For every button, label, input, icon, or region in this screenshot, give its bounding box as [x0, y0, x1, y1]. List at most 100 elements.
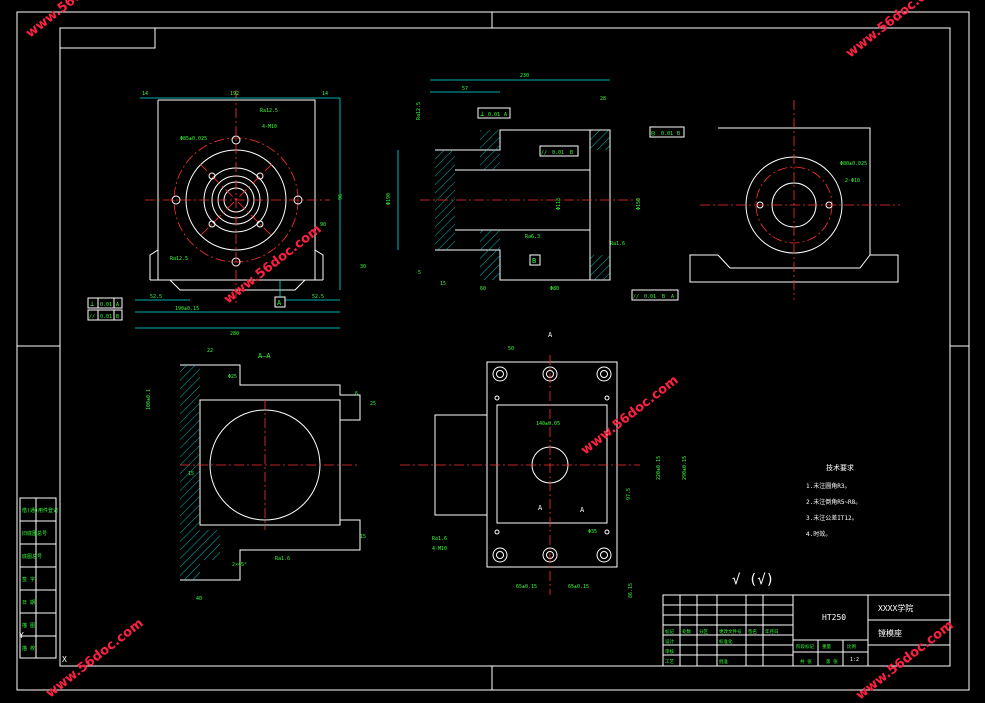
dim-text: 52.5: [150, 294, 162, 300]
gdt-datum: A: [671, 294, 674, 300]
dim-text: Φ190: [386, 193, 392, 205]
dim-text: 25: [370, 401, 376, 407]
dim-text: Ra12.5: [260, 108, 278, 114]
gdt-symbol: ◎: [651, 129, 656, 137]
dim-text: Φ80±0.025: [840, 161, 867, 167]
dim-text: 4-M10: [262, 124, 277, 130]
title-row-label: 工艺: [665, 659, 674, 665]
scale: 1:2: [850, 657, 859, 663]
datum-b: B: [532, 257, 536, 265]
side-table-cell: 旧底图总号: [22, 530, 47, 537]
watermarks: www.56doc.com www.56doc.com www.56doc.co…: [23, 0, 956, 703]
dim-text: Ra12.5: [416, 102, 422, 120]
dim-text: Ra6.3: [525, 234, 540, 240]
dim-text: 15: [440, 281, 446, 287]
dim-text: 57: [462, 86, 468, 92]
section-view-a-a: A—A 22 Φ25 6 25 15 15 40 2×45° Ra1.6 100…: [146, 348, 376, 602]
gdt-datum: A: [116, 302, 119, 308]
dim-text: Φ25: [228, 374, 237, 380]
tech-req-item: 2.未注倒角R5~R8。: [806, 498, 861, 506]
title-row-label: 处数: [682, 628, 691, 635]
dim-text: 290±0.15: [682, 456, 688, 480]
corner-label-x: X: [62, 655, 67, 664]
dim-text: 30: [360, 264, 366, 270]
dim-text: Φ85±0.025: [180, 136, 207, 142]
gdt-symbol: ⊥: [480, 110, 484, 118]
organization: XXXX学院: [878, 603, 913, 613]
dim-text: 15: [188, 471, 194, 477]
dim-text: 6: [355, 391, 358, 397]
dim-text: 86.15: [628, 583, 634, 598]
title-block: HT250 XXXX学院 镗模座 标记 处数 分区 更改文件号 签名 年月日 设…: [662, 594, 951, 667]
gdt-value: 0.01: [661, 131, 673, 137]
tech-req-item: 1.未注圆角R3。: [806, 482, 850, 490]
gdt-value: 0.01: [100, 314, 112, 320]
dim-text: 14: [322, 91, 328, 97]
gdt-symbol: ⊥: [90, 300, 94, 308]
dim-text: Φ118: [556, 198, 562, 210]
dim-text: 65±0.15: [568, 584, 589, 590]
dim-text: 52.5: [312, 294, 324, 300]
gdt-datum: B: [677, 131, 680, 137]
dim-text: 65±0.15: [516, 584, 537, 590]
gdt-symbol: //: [541, 150, 547, 156]
dim-text: 100±0.1: [146, 389, 152, 410]
gdt-value: 0.01: [552, 150, 564, 156]
watermark: www.56doc.com: [843, 0, 946, 61]
dim-text: 97.5: [626, 488, 632, 500]
corner-label-y: Y: [19, 631, 24, 640]
dim-text: Ra12.5: [170, 256, 188, 262]
gdt-symbol: //: [89, 314, 95, 320]
dim-text: 4-M10: [432, 546, 447, 552]
dim-text: 15: [360, 534, 366, 540]
dim-text: 2×45°: [232, 562, 247, 568]
title-row-label: 设计: [665, 638, 674, 645]
tech-req-item: 4.时效。: [806, 530, 831, 538]
dim-text: 60: [480, 286, 486, 292]
side-table-cell: 描 图: [22, 622, 35, 629]
side-table-cell: 底图总号: [22, 553, 42, 560]
dim-text: 14: [142, 91, 148, 97]
dim-text: Ra1.6: [610, 241, 625, 247]
side-table-cell: 签 字: [22, 576, 35, 583]
gdt-value: 0.01: [100, 302, 112, 308]
dim-text: 190±0.15: [175, 306, 199, 312]
dim-text: Ra1.6: [275, 556, 290, 562]
gdt-datum: A: [504, 112, 507, 118]
title-row-label: 分区: [699, 628, 708, 635]
sheet-count: 共 张: [800, 658, 812, 665]
gdt-value: 0.01: [488, 112, 500, 118]
title-row-label: 标准化: [719, 638, 733, 645]
watermark: www.56doc.com: [221, 222, 324, 307]
dim-text: Φ150: [636, 198, 642, 210]
watermark: www.56doc.com: [23, 0, 126, 41]
title-row-label: 更改文件号: [719, 628, 742, 635]
right-view: Φ80±0.025 2-Φ10 ◎ 0.01 B: [649, 100, 900, 300]
watermark: www.56doc.com: [578, 373, 681, 458]
dim-text: 140±0.05: [536, 421, 560, 427]
dim-text: 192: [230, 91, 239, 97]
cut-label: A: [580, 506, 585, 514]
datum-a: A: [277, 299, 282, 307]
gdt-value: 0.01: [644, 294, 656, 300]
title-row-label: 签名: [748, 628, 757, 635]
stage-label: 比例: [847, 643, 856, 650]
dim-text: 2-Φ10: [845, 178, 860, 184]
dim-text: 28: [600, 96, 606, 102]
tech-req-item: 3.未注公差IT12。: [806, 514, 858, 522]
title-row-label: 标记: [665, 628, 674, 635]
side-table-cell: 日 期: [22, 600, 35, 606]
side-table-cell: 借(通)用件登记: [22, 507, 58, 514]
side-table-cell: 描 校: [22, 645, 35, 652]
dim-text: 50: [508, 346, 514, 352]
side-table: 借(通)用件登记 旧底图总号 底图总号 签 字 日 期 描 图 描 校 Y X: [19, 497, 67, 664]
front-view: 14 192 14 96 280 52.5 52.5 190±0.15 Φ85±…: [87, 90, 366, 337]
gdt-symbol: //: [633, 294, 639, 300]
dim-text: 22: [207, 348, 213, 354]
dim-text: 220±0.15: [656, 456, 662, 480]
dim-text: Φ80: [550, 286, 559, 292]
gdt-datum: B: [116, 314, 119, 320]
part-name: 镗模座: [878, 628, 902, 638]
dim-text: 280: [230, 331, 239, 337]
